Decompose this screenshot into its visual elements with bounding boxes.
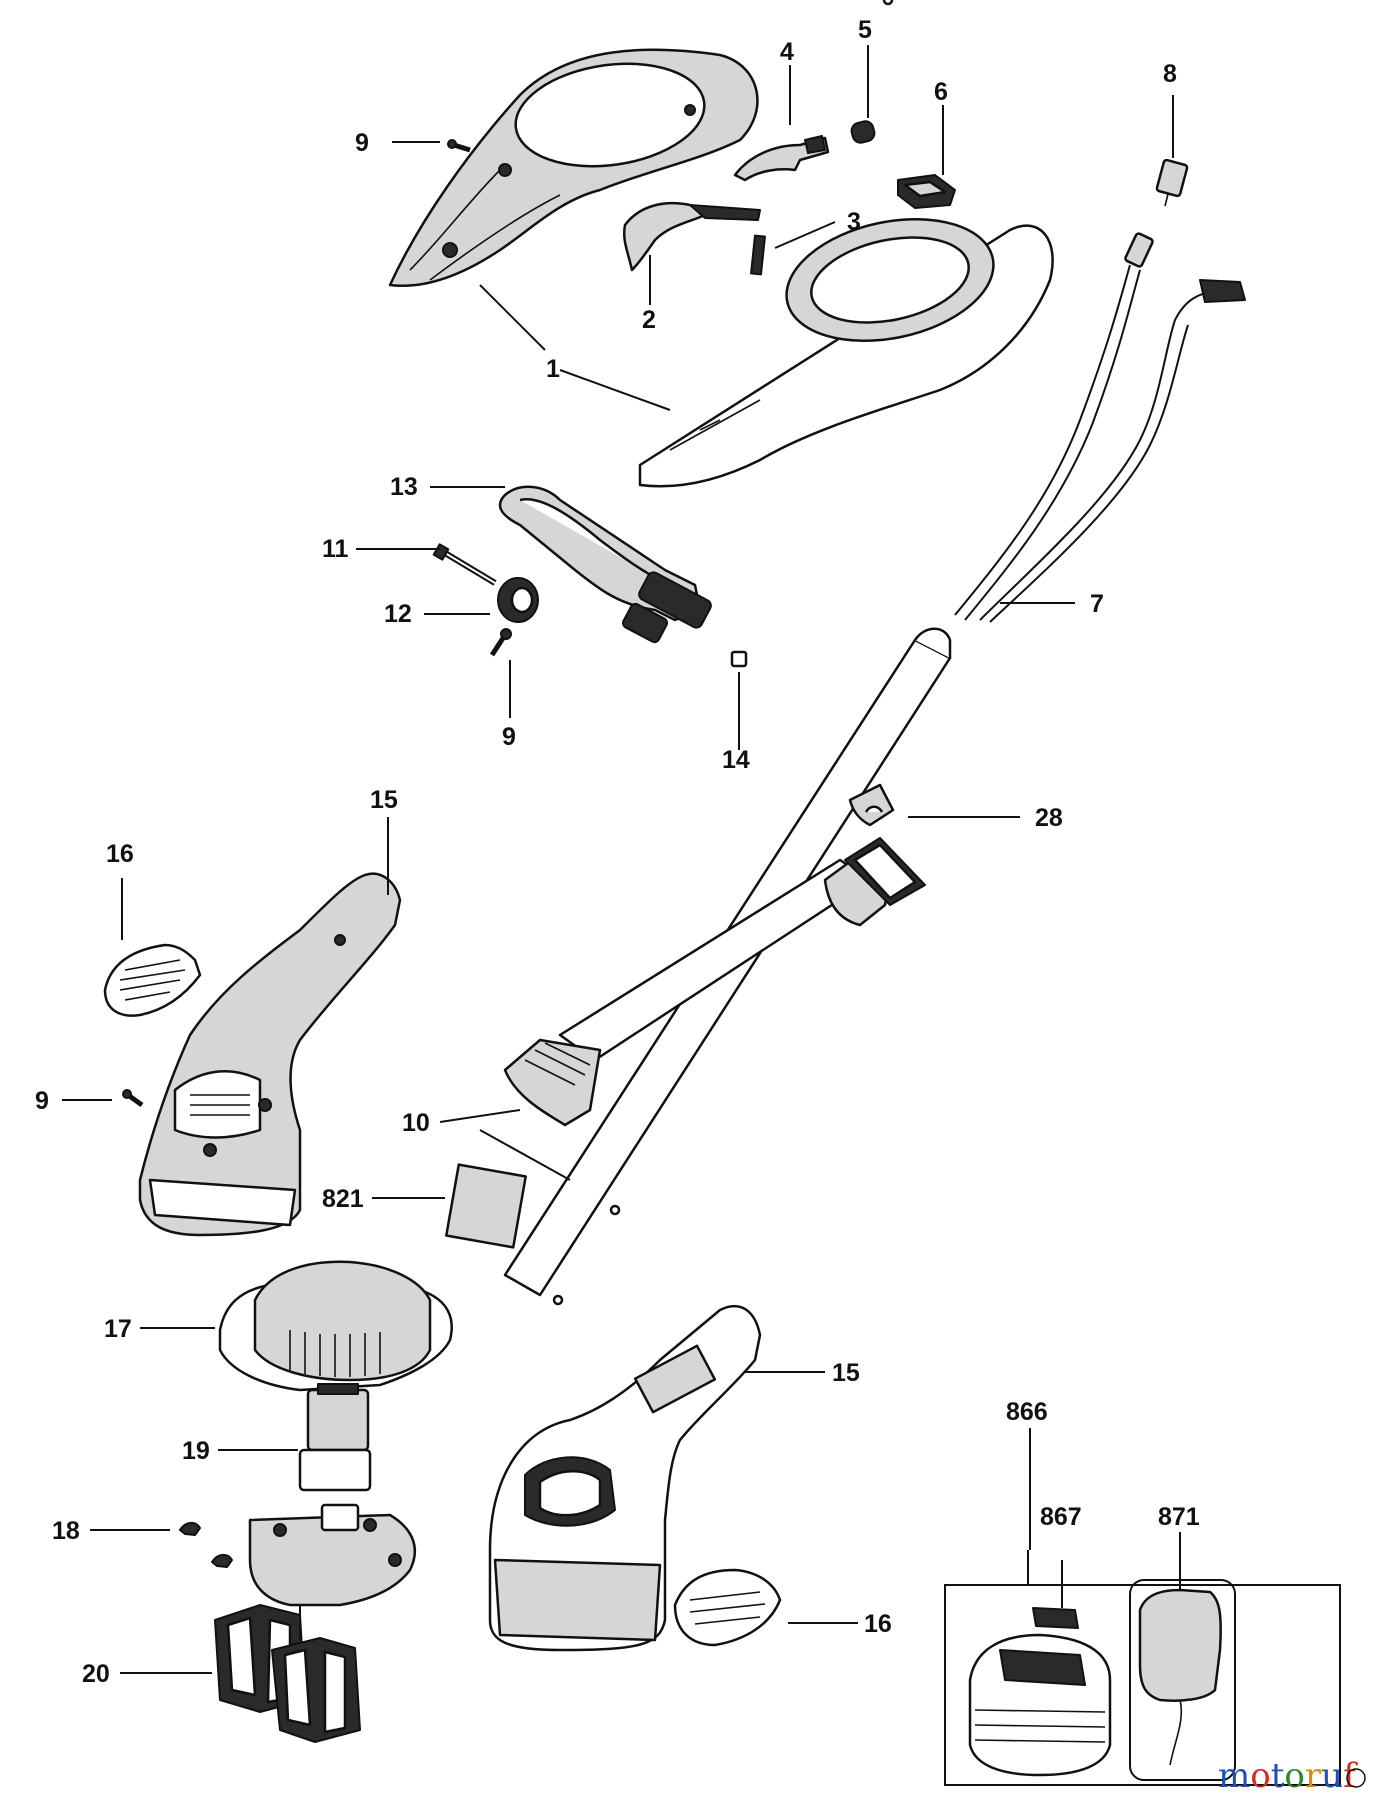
watermark-letter: t (1271, 1756, 1285, 1796)
label-part-16-lower: 16 (864, 1610, 892, 1638)
label-part-821: 821 (322, 1185, 364, 1213)
housing-half-right (638, 217, 1054, 488)
svg-text:motoruf: motoruf (1218, 1756, 1358, 1796)
motor (298, 1383, 372, 1492)
motor-cover (218, 1260, 453, 1392)
watermark-letter: o (1250, 1756, 1270, 1796)
retaining-clip (179, 1522, 233, 1568)
gearbox (248, 1503, 417, 1607)
switch (897, 174, 956, 209)
motor-housing-half (138, 872, 402, 1237)
label-part-5: 5 (858, 16, 872, 44)
label-part-7: 7 (1090, 590, 1104, 618)
label-part-6: 6 (934, 78, 948, 106)
part-labels: 9 4 5 6 8 3 2 1 13 11 7 12 9 14 15 28 16… (35, 16, 1200, 1688)
label-part-8: 8 (1163, 60, 1177, 88)
label-part-12: 12 (384, 600, 412, 628)
label-part-867: 867 (1040, 1503, 1082, 1531)
label-part-14: 14 (722, 746, 750, 774)
screw-left (122, 1089, 144, 1108)
watermark-letter: f (1343, 1756, 1358, 1796)
label-part-2: 2 (642, 306, 656, 334)
tines (214, 1604, 361, 1743)
label-part-13: 13 (390, 473, 418, 501)
label-part-16-upper: 16 (106, 840, 134, 868)
label-part-11: 11 (322, 535, 349, 563)
watermark-letter: m (1218, 1756, 1250, 1796)
watermark-letter: r (1305, 1756, 1322, 1796)
label-part-9-left: 9 (35, 1087, 49, 1115)
spring (750, 234, 766, 276)
label-part-15-lower: 15 (832, 1359, 860, 1387)
label-part-9-mid: 9 (502, 723, 516, 751)
label-part-866: 866 (1006, 1398, 1048, 1426)
label-part-19: 19 (182, 1437, 210, 1465)
label-part-1: 1 (546, 355, 560, 383)
wire-harness (954, 232, 1246, 623)
label-part-4: 4 (780, 38, 794, 66)
vent-cover-upper (103, 943, 202, 1017)
vent-cover-lower (673, 1568, 782, 1647)
knob (497, 577, 539, 623)
label-part-15-upper: 15 (370, 786, 398, 814)
label-part-3: 3 (847, 208, 861, 236)
charger (1129, 1579, 1236, 1781)
label-part-17: 17 (104, 1315, 132, 1343)
trigger (623, 201, 761, 272)
watermark-letter: u (1321, 1756, 1343, 1796)
screw-top (447, 139, 471, 153)
label-part-871: 871 (1158, 1503, 1200, 1531)
auxiliary-handle (498, 485, 712, 644)
lock-off-lever (733, 135, 830, 182)
bolt (432, 543, 497, 586)
screw-mid (489, 628, 512, 657)
motor-housing-assembled (488, 1304, 762, 1652)
watermark-logo: motoruf (1218, 1756, 1366, 1796)
connector (1155, 158, 1189, 207)
leader-lines (62, 45, 1181, 1674)
battery-pack (968, 1633, 1112, 1777)
label-part-18: 18 (52, 1517, 80, 1545)
label-part-20: 20 (82, 1660, 110, 1688)
housing-half-left (388, 48, 759, 287)
clip (848, 783, 895, 827)
label-part-28: 28 (1035, 804, 1063, 832)
battery-kit-box (944, 1584, 1341, 1786)
nut (730, 650, 748, 668)
watermark-letter: o (1284, 1756, 1304, 1796)
label-part-10: 10 (402, 1109, 430, 1137)
label-sticker (445, 1163, 527, 1249)
battery-connector (1032, 1607, 1079, 1629)
small-spring (850, 120, 876, 144)
label-part-9-top: 9 (355, 129, 369, 157)
lower-shaft (503, 837, 926, 1127)
